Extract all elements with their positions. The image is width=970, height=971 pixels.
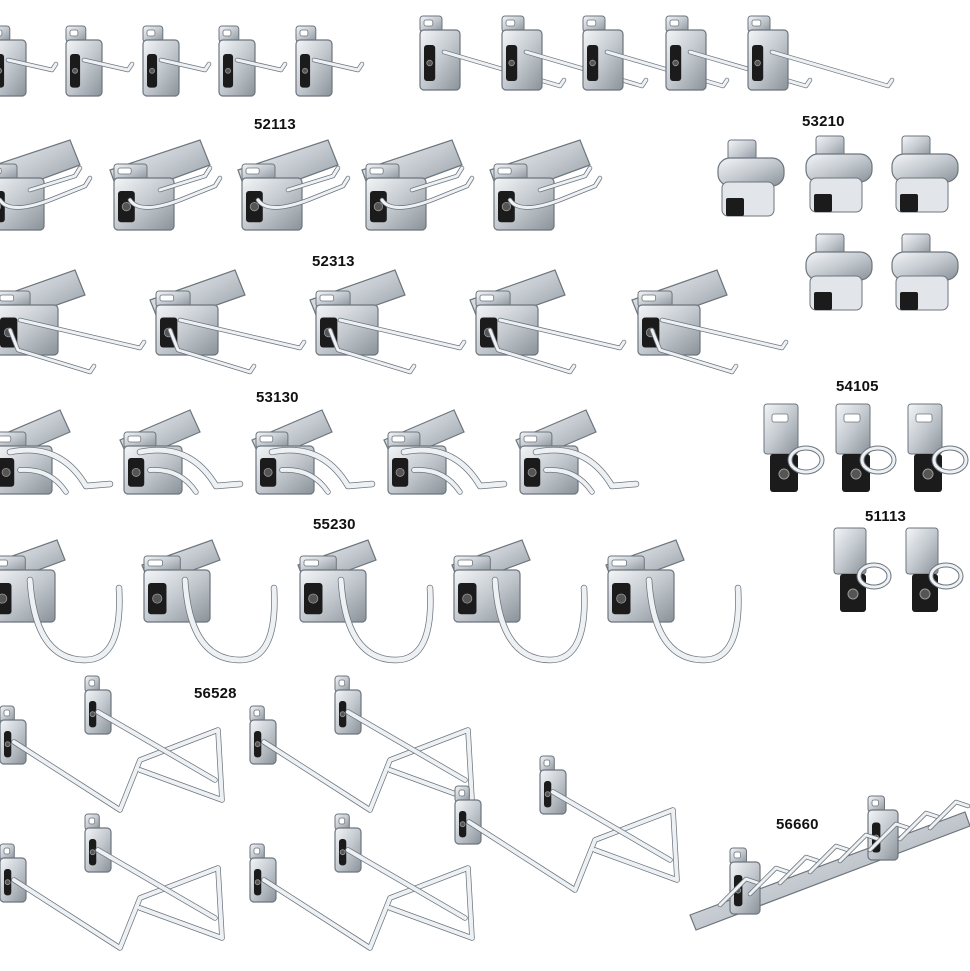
ring-hook bbox=[907, 403, 969, 492]
long-double-hook bbox=[631, 269, 789, 375]
label-52313: 52313 bbox=[312, 253, 355, 270]
small-hook bbox=[295, 25, 365, 97]
double-wire-hook bbox=[0, 813, 225, 951]
tool-clip-hook bbox=[383, 409, 508, 495]
double-wire-hook bbox=[0, 675, 225, 813]
spring-clip bbox=[891, 135, 959, 213]
long-single-hook bbox=[582, 15, 730, 91]
long-single-hook bbox=[419, 15, 567, 91]
ring-hook bbox=[763, 403, 825, 492]
label-56660: 56660 bbox=[776, 816, 819, 833]
long-double-hook bbox=[469, 269, 627, 375]
tool-clip-hook bbox=[0, 409, 114, 495]
label-54105: 54105 bbox=[836, 378, 879, 395]
tool-clip-hook bbox=[119, 409, 244, 495]
small-hook bbox=[65, 25, 135, 97]
long-double-hook bbox=[309, 269, 467, 375]
multi-prong-tool-rail bbox=[689, 795, 970, 931]
tool-clip-hook bbox=[251, 409, 376, 495]
label-51113: 51113 bbox=[865, 508, 907, 525]
double-prong-hook bbox=[361, 139, 475, 231]
ring-hook-small bbox=[905, 527, 964, 612]
label-53130: 53130 bbox=[256, 389, 299, 406]
j-hook bbox=[0, 539, 123, 664]
long-single-hook bbox=[501, 15, 649, 91]
label-52113: 52113 bbox=[254, 116, 296, 133]
spring-clip bbox=[805, 135, 873, 213]
long-single-hook bbox=[665, 15, 813, 91]
label-55230: 55230 bbox=[313, 516, 356, 533]
double-prong-hook bbox=[0, 139, 93, 231]
spring-clip bbox=[891, 233, 959, 311]
spring-clip bbox=[805, 233, 873, 311]
long-single-hook bbox=[747, 15, 895, 91]
j-hook bbox=[141, 539, 278, 664]
double-prong-hook bbox=[489, 139, 603, 231]
spring-clip bbox=[717, 139, 785, 217]
double-wire-hook bbox=[249, 675, 475, 813]
long-double-hook bbox=[0, 269, 147, 375]
j-hook bbox=[297, 539, 434, 664]
double-wire-hook bbox=[249, 813, 475, 951]
j-hook bbox=[451, 539, 588, 664]
label-53210: 53210 bbox=[802, 113, 845, 130]
double-prong-hook bbox=[237, 139, 351, 231]
ring-hook-small bbox=[833, 527, 892, 612]
long-double-hook bbox=[149, 269, 307, 375]
j-hook bbox=[605, 539, 742, 664]
label-56528: 56528 bbox=[194, 685, 237, 702]
ring-hook bbox=[835, 403, 897, 492]
double-wire-hook bbox=[454, 755, 680, 893]
small-hook bbox=[142, 25, 212, 97]
small-hook bbox=[0, 25, 59, 97]
small-hook bbox=[218, 25, 288, 97]
double-prong-hook bbox=[109, 139, 223, 231]
tool-clip-hook bbox=[515, 409, 640, 495]
